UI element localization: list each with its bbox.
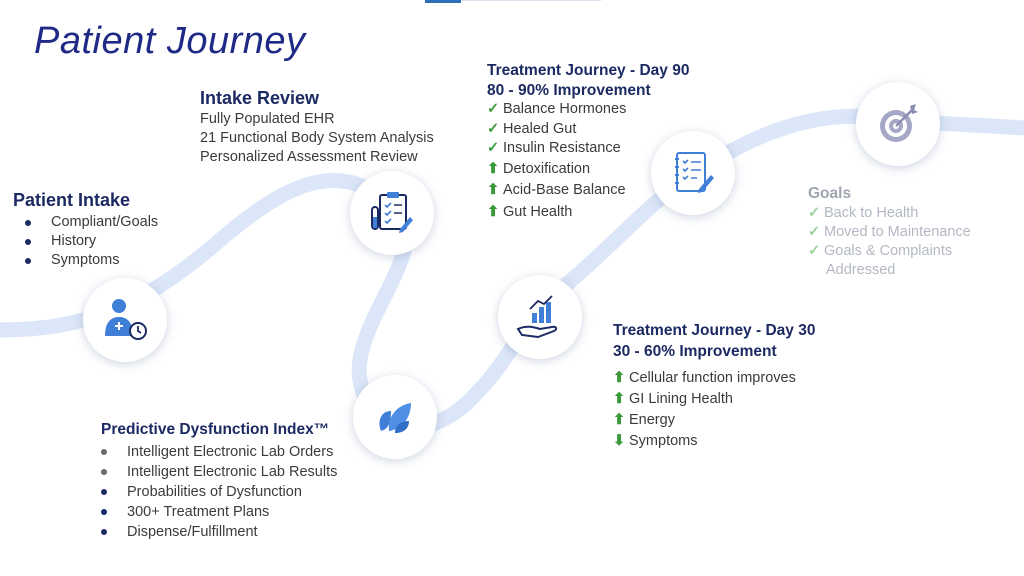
- patient-intake-node: [83, 278, 167, 362]
- down-arrow-icon: ⬇: [613, 433, 626, 449]
- up-arrow-icon: ⬆: [613, 370, 626, 386]
- check-icon: ✓: [487, 140, 500, 156]
- up-arrow-icon: ⬆: [613, 412, 626, 428]
- day30-subheading: 30 - 60% Improvement: [613, 343, 777, 360]
- day30-node: [498, 275, 582, 359]
- intake-review-section: Intake Review Fully Populated EHR 21 Fun…: [200, 89, 434, 167]
- checklist-notebook-icon: [675, 152, 714, 193]
- list-item: Fully Populated EHR: [200, 111, 335, 127]
- check-icon: ✓: [487, 120, 500, 137]
- goals-section: Goals ✓Back to Health ✓Moved to Maintena…: [808, 184, 971, 280]
- list-item: Symptoms: [13, 251, 158, 270]
- day30-section: Treatment Journey - Day 30 30 - 60% Impr…: [613, 320, 815, 452]
- list-item: ⬆Detoxification: [487, 160, 689, 180]
- top-accent-bar: [425, 0, 461, 3]
- intake-review-node: [350, 171, 434, 255]
- predictive-index-node: [353, 375, 437, 459]
- check-icon: ✓: [808, 243, 821, 259]
- predictive-index-section: Predictive Dysfunction Index™ Intelligen…: [101, 420, 337, 542]
- list-item: Compliant/Goals: [13, 213, 158, 232]
- day90-heading: Treatment Journey - Day 90: [487, 62, 690, 79]
- up-arrow-icon: ⬆: [487, 203, 500, 220]
- list-item: Probabilities of Dysfunction: [101, 482, 337, 502]
- page-title: Patient Journey: [34, 20, 306, 62]
- target-icon: [880, 104, 918, 142]
- day90-subheading: 80 - 90% Improvement: [487, 81, 651, 99]
- up-arrow-icon: ⬆: [613, 391, 626, 407]
- list-item: ✓Back to Health: [808, 205, 919, 221]
- goals-node: [856, 82, 940, 166]
- list-item: Intelligent Electronic Lab Orders: [101, 442, 337, 462]
- list-item: ⬆Energy: [613, 410, 815, 431]
- list-item: Intelligent Electronic Lab Results: [101, 462, 337, 482]
- list-item: ⬇Symptoms: [613, 431, 815, 452]
- day90-section: Treatment Journey - Day 90 80 - 90% Impr…: [487, 61, 689, 222]
- bullet-icon: [101, 529, 107, 535]
- check-icon: ✓: [808, 205, 821, 221]
- list-item: 300+ Treatment Plans: [101, 502, 337, 522]
- list-item: ⬆Acid-Base Balance: [487, 181, 689, 201]
- patient-intake-heading: Patient Intake: [13, 190, 131, 210]
- list-item: Personalized Assessment Review: [200, 149, 418, 165]
- list-item: ⬆Gut Health: [487, 203, 689, 223]
- goals-heading: Goals: [808, 185, 852, 202]
- list-item: ✓Healed Gut: [487, 120, 689, 140]
- list-item: ⬆GI Lining Health: [613, 389, 815, 410]
- up-arrow-icon: ⬆: [487, 160, 500, 177]
- bullet-icon: [25, 219, 31, 226]
- predictive-index-heading: Predictive Dysfunction Index™: [101, 421, 330, 438]
- intake-review-heading: Intake Review: [200, 88, 320, 108]
- bullet-icon: [101, 469, 107, 475]
- clipboard-test-tube-icon: [371, 192, 413, 233]
- bullet-icon: [25, 238, 31, 245]
- hand-chart-icon: [516, 295, 558, 339]
- list-item: ✓Insulin Resistance: [487, 139, 689, 159]
- bullet-icon: [101, 449, 107, 455]
- doctor-clock-icon: [105, 299, 147, 340]
- list-item: History: [13, 232, 158, 251]
- day30-heading: Treatment Journey - Day 30: [613, 322, 816, 339]
- list-item: Dispense/Fulfillment: [101, 522, 337, 542]
- list-item: ✓Moved to Maintenance: [808, 224, 971, 240]
- patient-intake-section: Patient Intake Compliant/Goals History S…: [13, 191, 158, 270]
- day90-node: [651, 131, 735, 215]
- list-item: ⬆Cellular function improves: [613, 368, 815, 389]
- list-item: Addressed: [826, 262, 896, 278]
- up-arrow-icon: ⬆: [487, 182, 500, 198]
- top-accent-line: [461, 0, 601, 1]
- bullet-icon: [101, 489, 107, 495]
- list-item: ✓Goals & Complaints: [808, 243, 953, 259]
- check-icon: ✓: [487, 101, 500, 117]
- list-item: ✓Balance Hormones: [487, 100, 689, 120]
- list-item: 21 Functional Body System Analysis: [200, 130, 434, 146]
- check-icon: ✓: [808, 224, 821, 240]
- leaves-icon: [379, 403, 411, 433]
- bullet-icon: [25, 257, 31, 264]
- bullet-icon: [101, 509, 107, 515]
